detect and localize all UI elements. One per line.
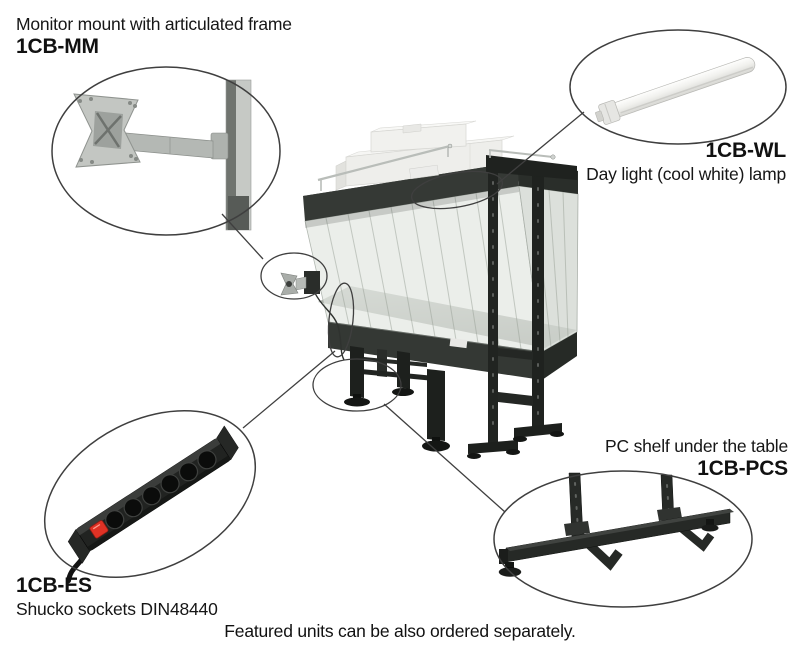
lamp-code: 1CB-WL xyxy=(705,139,787,162)
detail-circle-legs xyxy=(312,358,402,412)
connector-lamp xyxy=(496,111,585,185)
fluorescent-tube-lamp-photo xyxy=(595,57,756,125)
monitor-mount-photo xyxy=(73,79,252,231)
front-rail xyxy=(317,143,453,191)
connector-power-strip xyxy=(242,350,336,429)
label-power-sockets: 1CB-ES Shucko sockets DIN48440 xyxy=(16,574,218,619)
connector-pc-shelf xyxy=(383,403,506,513)
rim-label xyxy=(449,338,468,349)
label-monitor-mount: Monitor mount with articulated frame 1CB… xyxy=(16,14,292,59)
lamp-title: Day light (cool white) lamp xyxy=(586,163,786,184)
power-switch xyxy=(89,520,109,539)
power-sockets-code: 1CB-ES xyxy=(16,574,92,597)
power-strip-6-sockets-photo xyxy=(65,425,239,584)
callout-circle-monitor-mount xyxy=(51,66,281,236)
callout-circle-power-strip xyxy=(43,409,257,579)
callout-circles xyxy=(43,29,787,608)
clean-bench-photo xyxy=(280,120,579,459)
monitor-frame xyxy=(467,149,577,459)
detail-circle-cable xyxy=(327,282,355,358)
mounted-monitor-arm xyxy=(280,271,345,361)
pc-shelf-frame-photo xyxy=(498,472,734,577)
monitor-mount-code: 1CB-MM xyxy=(16,34,99,58)
callout-connector-lines xyxy=(221,111,585,513)
callout-circle-lamp xyxy=(569,29,787,145)
power-sockets-title: Shucko sockets DIN48440 xyxy=(16,598,218,619)
detail-circle-interior-lamp xyxy=(410,170,504,210)
canopy-label xyxy=(409,164,439,180)
monitor-mount-title: Monitor mount with articulated frame xyxy=(16,14,292,34)
connector-monitor-mount xyxy=(221,213,264,260)
curtain-top-shadow xyxy=(305,186,519,228)
pc-shelf-title: PC shelf under the table xyxy=(605,436,788,456)
label-pc-shelf: PC shelf under the table 1CB-PCS xyxy=(605,436,788,481)
power-cable xyxy=(314,292,345,361)
footer-note: Featured units can be also ordered separ… xyxy=(224,621,576,641)
pc-shelf-code: 1CB-PCS xyxy=(697,456,788,480)
callout-circle-pc-shelf xyxy=(493,470,753,608)
detail-circle-monitor-arm xyxy=(260,252,328,300)
label-day-light-lamp: 1CB-WL Day light (cool white) lamp xyxy=(586,139,786,184)
